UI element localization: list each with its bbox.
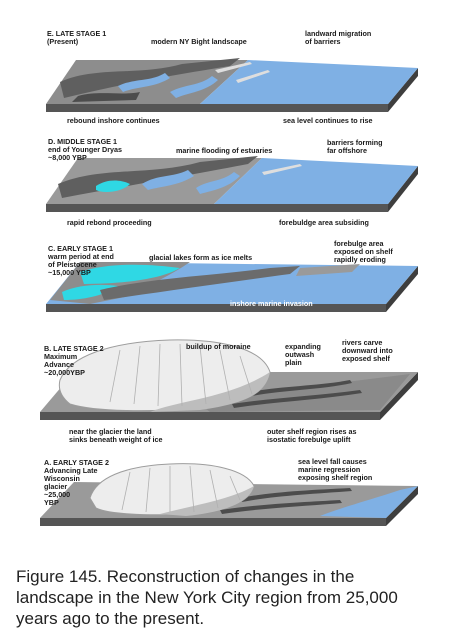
panel-b-label-top-right: rivers carve downward into exposed shelf (342, 338, 393, 363)
panel-d-title: D. MIDDLE STAGE 1 end of Younger Dryas ~… (48, 137, 123, 162)
panel-a-block (40, 463, 418, 526)
panel-e-side (46, 104, 388, 112)
panel-a-ocean (320, 486, 418, 518)
panel-b-label-top-mid-right: expanding outwash plain (285, 342, 321, 367)
panel-b-title: B. LATE STAGE 2 Maximum Advance ~20,000Y… (44, 344, 104, 377)
panel-b-side (40, 412, 380, 420)
panel-d-block (46, 156, 418, 212)
panel-d-lake (96, 180, 130, 192)
panel-c-label-inset: inshore marine invasion (230, 299, 313, 308)
panel-d-label-top-center: marine flooding of estuaries (176, 146, 273, 155)
panel-a-label-top-right: sea level fall causes marine regression … (298, 457, 373, 482)
panel-e-top-ocean (200, 60, 418, 104)
panel-a-title: A. EARLY STAGE 2 Advancing Late Wisconsi… (44, 458, 109, 507)
panel-e-label-top-center: modern NY Bight landscape (151, 37, 247, 46)
panel-d-label-bottom-right: forebuldge area subsiding (279, 218, 369, 227)
panel-e-title: E. LATE STAGE 1 (Present) (47, 29, 107, 46)
panel-e-right-side (388, 68, 418, 112)
panel-d-barrier (262, 164, 302, 175)
panel-a-right-side (386, 486, 418, 526)
panel-d-top-ocean (214, 158, 418, 204)
panel-c-lake-2 (62, 284, 118, 300)
panel-c-label-top-right: forebulge area exposed on shelf rapidly … (334, 239, 393, 264)
panel-a-channel-1 (240, 488, 352, 502)
panel-d-label-top-right: barriers forming far offshore (327, 138, 383, 155)
panel-d-right-side (388, 166, 418, 212)
panel-e-ridge (60, 58, 240, 98)
panel-e-estuary-1 (118, 73, 170, 92)
landscape-figure (40, 58, 418, 526)
panel-c-side (46, 304, 386, 312)
panel-d-side (46, 204, 388, 212)
panel-b-label-bottom-left: near the glacier the land sinks beneath … (69, 427, 163, 444)
panel-b-ice-crevasses (109, 343, 253, 407)
panel-d-estuary-1 (142, 170, 194, 190)
panel-d-label-bottom-left: rapid rebond proceeding (67, 218, 152, 227)
panel-a-channel-2 (220, 500, 342, 514)
panel-c-block (46, 262, 418, 312)
panel-b-right-side (380, 372, 418, 420)
panel-c-lake-1 (80, 264, 180, 284)
panel-e-barrier-2 (236, 70, 270, 83)
panel-e-label-bottom-left: rebound inshore continues (67, 116, 160, 125)
panel-c-title: C. EARLY STAGE 1 warm period at end of P… (48, 244, 114, 277)
panel-d-estuary-2 (196, 172, 240, 194)
panel-e-dark-spur (72, 92, 140, 102)
panel-b-channel-2 (232, 390, 362, 408)
panel-e-estuary-2 (170, 76, 218, 98)
panel-c-forebulge (296, 264, 360, 276)
panel-c-label-top-center: glacial lakes form as ice melts (149, 253, 253, 262)
panel-e-block (46, 58, 418, 112)
panel-b-block (40, 339, 418, 420)
panel-e-barrier-1 (215, 62, 252, 73)
panel-c-ridge (100, 266, 300, 300)
panel-b-ice-shadow (150, 372, 270, 412)
panel-b-label-bottom-right: outer shelf region rises as isostatic fo… (267, 427, 357, 444)
panel-a-ice-crevasses (121, 465, 241, 513)
panel-b-channel-1 (250, 380, 352, 396)
panel-a-ice-shadow (160, 486, 254, 516)
panel-c-right-side (386, 266, 418, 312)
panel-e-label-top-right: landward migration of barriers (305, 29, 372, 46)
panel-b-label-top-center: buildup of moraine (186, 342, 251, 351)
panel-e-label-bottom-right: sea level continues to rise (283, 116, 373, 125)
panel-a-side (40, 518, 386, 526)
figure-caption: Figure 145. Reconstruction of changes in… (16, 567, 398, 628)
